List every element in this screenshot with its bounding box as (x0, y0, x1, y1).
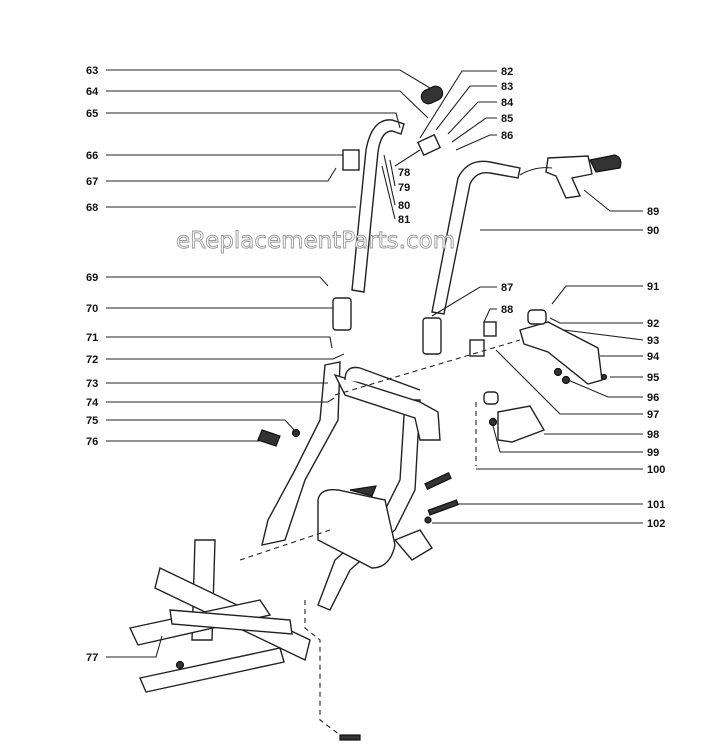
callout-76: 76 (86, 436, 98, 448)
callout-82: 82 (501, 66, 513, 78)
callout-100: 100 (647, 464, 665, 476)
callout-83: 83 (501, 81, 513, 93)
callout-87: 87 (501, 282, 513, 294)
callout-65: 65 (86, 108, 98, 120)
callout-78: 78 (398, 167, 410, 179)
callout-68: 68 (86, 202, 98, 214)
callout-93: 93 (647, 335, 659, 347)
callout-97: 97 (647, 409, 659, 421)
callout-79: 79 (398, 182, 410, 194)
callout-63: 63 (86, 65, 98, 77)
callout-72: 72 (86, 354, 98, 366)
callout-94: 94 (647, 351, 660, 363)
callout-70: 70 (86, 303, 98, 315)
callout-91: 91 (647, 281, 659, 293)
callout-80: 80 (398, 200, 410, 212)
callout-77: 77 (86, 652, 98, 664)
leader-lines (106, 69, 644, 658)
callout-85: 85 (501, 113, 513, 125)
callout-69: 69 (86, 272, 98, 284)
callout-74: 74 (86, 397, 99, 409)
callout-64: 64 (86, 86, 99, 98)
callout-66: 66 (86, 150, 98, 162)
callout-88: 88 (501, 304, 513, 316)
callout-98: 98 (647, 429, 659, 441)
callout-96: 96 (647, 392, 659, 404)
callout-67: 67 (86, 176, 98, 188)
watermark-text: eReplacementParts.com (176, 228, 455, 254)
callout-92: 92 (647, 318, 659, 330)
callout-102: 102 (647, 518, 665, 530)
callout-90: 90 (647, 225, 659, 237)
callout-101: 101 (647, 499, 665, 511)
callout-89: 89 (647, 206, 659, 218)
callout-labels: 63 64 65 66 67 68 69 70 71 72 73 74 75 7… (86, 65, 665, 664)
callout-86: 86 (501, 130, 513, 142)
callout-99: 99 (647, 447, 659, 459)
callout-75: 75 (86, 415, 98, 427)
callout-71: 71 (86, 332, 98, 344)
callout-84: 84 (501, 97, 514, 109)
callout-73: 73 (86, 378, 98, 390)
diagram-artwork (128, 85, 622, 741)
callout-81: 81 (398, 214, 410, 226)
callout-95: 95 (647, 372, 659, 384)
